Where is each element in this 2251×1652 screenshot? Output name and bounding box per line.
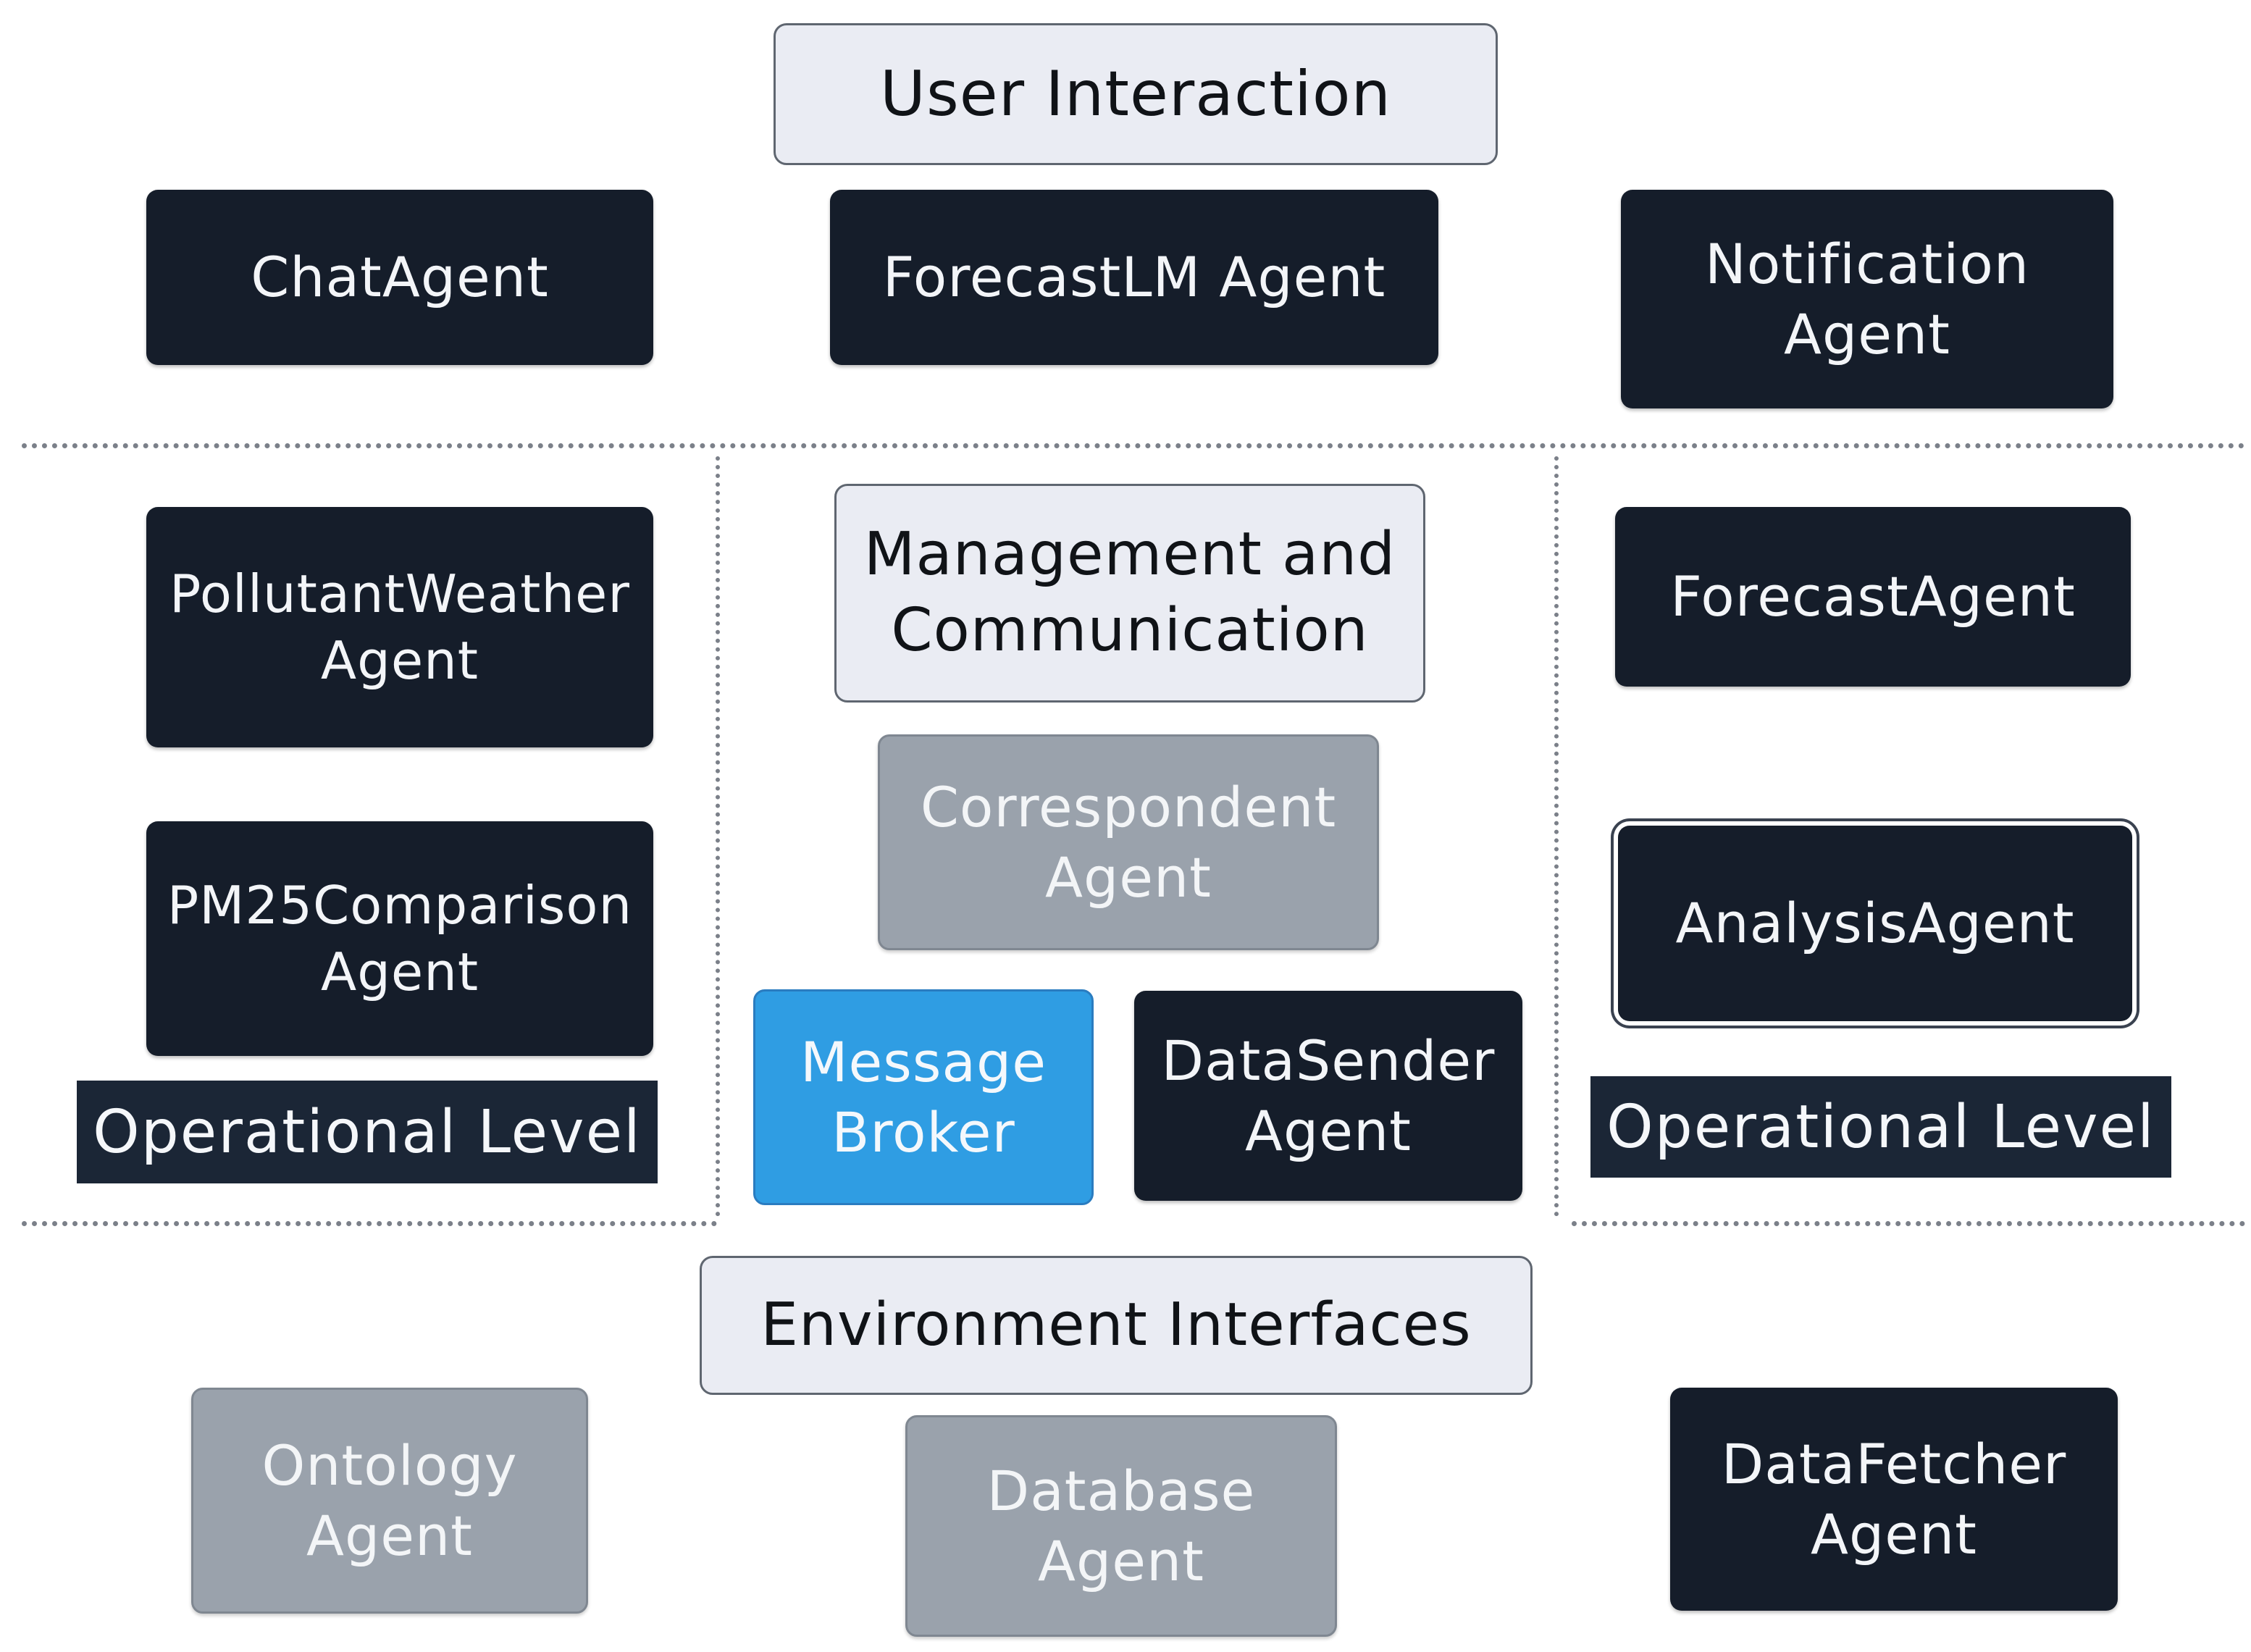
pollutantweather-agent-box: PollutantWeather Agent — [146, 507, 653, 747]
left-column-divider — [716, 456, 720, 1217]
analysis-agent-box: AnalysisAgent — [1618, 826, 2132, 1021]
management-communication-header: Management and Communication — [834, 484, 1425, 703]
datafetcher-agent-box: DataFetcher Agent — [1670, 1388, 2118, 1611]
datasender-agent-box: DataSender Agent — [1134, 991, 1522, 1201]
right-column-divider — [1554, 456, 1559, 1217]
right-operational-level-label: Operational Level — [1590, 1076, 2171, 1178]
bottom-separator-right — [1572, 1221, 2245, 1226]
chat-agent-box: ChatAgent — [146, 190, 653, 365]
database-agent-box: Database Agent — [905, 1415, 1337, 1637]
forecast-agent-box: ForecastAgent — [1615, 507, 2131, 687]
environment-interfaces-header: Environment Interfaces — [700, 1256, 1533, 1395]
ontology-agent-box: Ontology Agent — [191, 1388, 588, 1614]
forecastlm-agent-box: ForecastLM Agent — [830, 190, 1438, 365]
top-separator-line — [22, 443, 2245, 448]
message-broker-box: Message Broker — [753, 989, 1094, 1205]
notification-agent-box: Notification Agent — [1621, 190, 2113, 408]
user-interaction-header: User Interaction — [774, 23, 1498, 165]
left-operational-level-label: Operational Level — [77, 1081, 658, 1183]
bottom-separator-left — [22, 1221, 717, 1226]
correspondent-agent-box: Correspondent Agent — [878, 734, 1379, 950]
pm25comparison-agent-box: PM25Comparison Agent — [146, 821, 653, 1056]
